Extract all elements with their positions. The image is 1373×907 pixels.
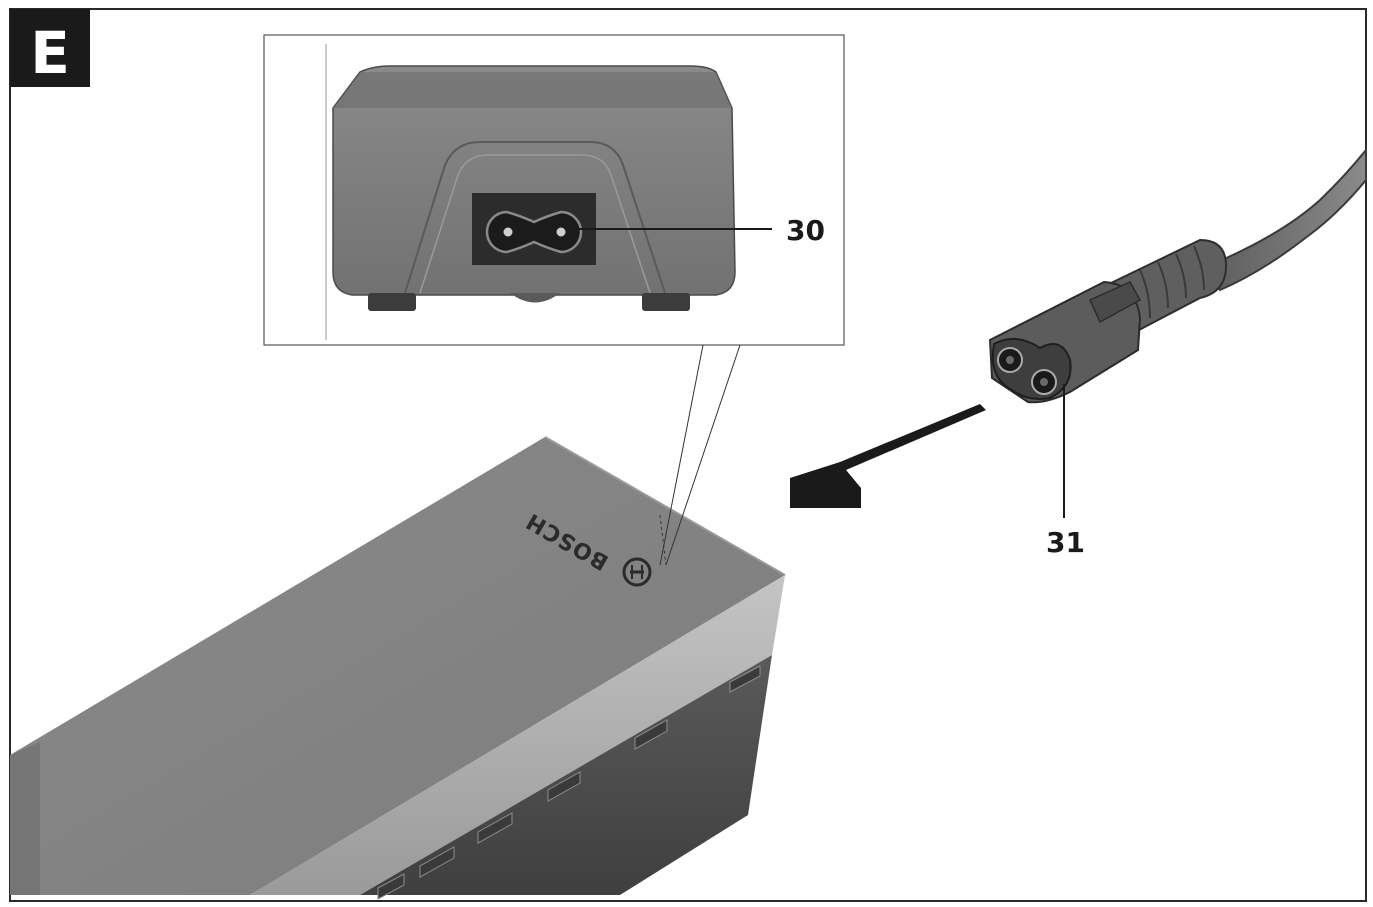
charger-front-rim (250, 575, 785, 895)
magnifier-lines (659, 344, 741, 566)
section-label: E (10, 9, 90, 87)
charger-socket (485, 210, 583, 254)
insert-direction-arrow-icon (790, 404, 986, 508)
charger-top-surface (10, 437, 785, 895)
figure-frame (9, 8, 1367, 902)
charger-vents (377, 665, 761, 900)
charger-side-panel (360, 655, 772, 895)
inset-charger-end-view (332, 65, 736, 311)
section-letter: E (30, 19, 70, 87)
charger-body: BOSCH (10, 436, 786, 900)
bosch-armature-logo-icon (622, 557, 652, 587)
charger-left-edge (10, 742, 40, 895)
callout-30-label: 30 (786, 214, 825, 247)
inset-detail: 30 (263, 34, 845, 346)
callout-31-label: 31 (1046, 526, 1085, 559)
power-cable-plug (988, 280, 1142, 404)
